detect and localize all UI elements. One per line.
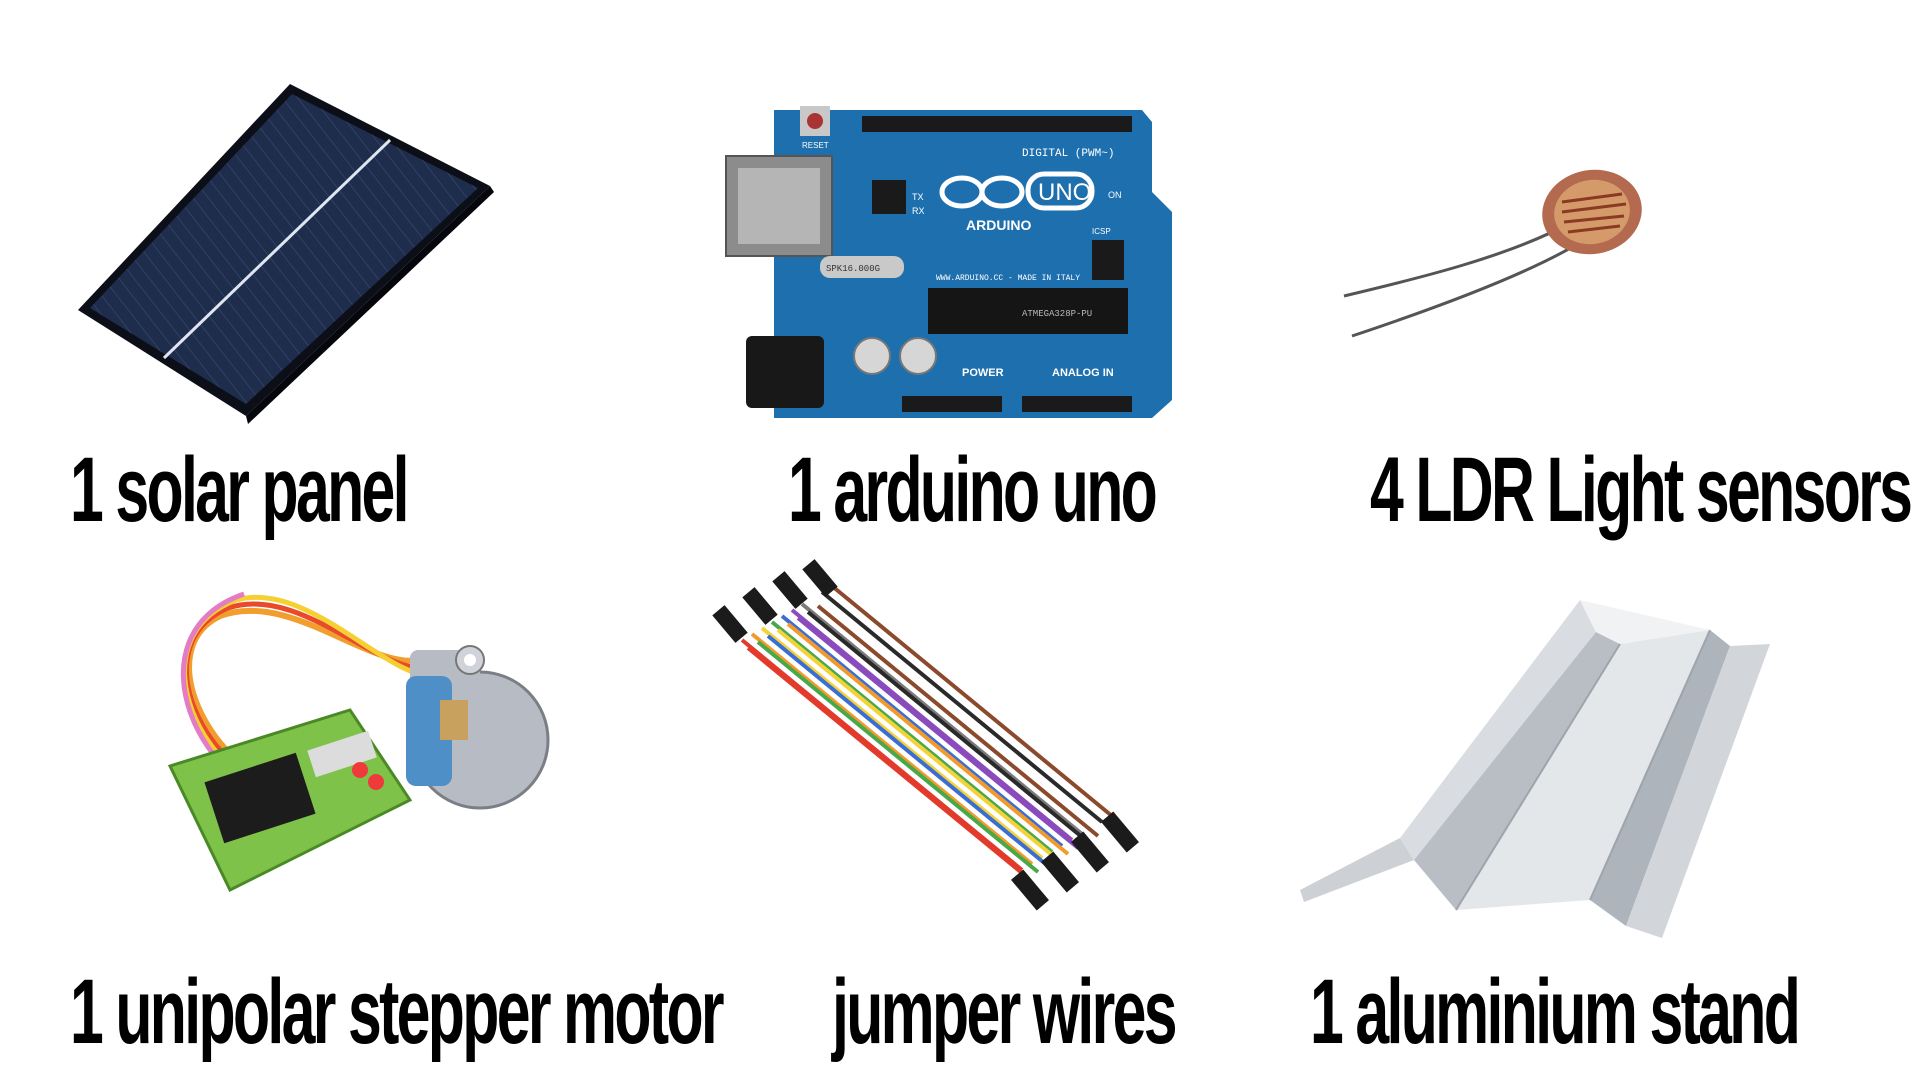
arduino-brand-text: ARDUINO: [966, 217, 1031, 233]
arduino-tx-text: TX: [912, 192, 924, 202]
solar-panel-icon: [78, 84, 494, 424]
stepper-motor-icon: [167, 591, 550, 893]
jumper-wires-icon: [712, 559, 1139, 911]
arduino-reset-text: RESET: [802, 141, 829, 150]
ldr-sensor-icon: [1343, 169, 1642, 338]
arduino-uno-label: 1 arduino uno: [788, 439, 1158, 541]
jumper-wires-label: jumper wires: [832, 961, 1178, 1063]
arduino-power-header: POWER: [962, 367, 1004, 379]
solar-panel-label: 1 solar panel: [70, 439, 410, 541]
arduino-rx-text: RX: [912, 206, 925, 216]
arduino-website-text: WWW.ARDUINO.CC - MADE IN ITALY: [936, 274, 1080, 283]
arduino-on-text: ON: [1108, 190, 1122, 200]
arduino-model-text: UNO: [1038, 179, 1091, 206]
arduino-analog-header: ANALOG IN: [1052, 367, 1114, 379]
arduino-crystal-text: SPK16.000G: [826, 264, 880, 274]
arduino-digital-header: DIGITAL (PWM~): [1022, 148, 1114, 160]
arduino-chip-text: ATMEGA328P-PU: [1022, 309, 1092, 319]
stepper-motor-label: 1 unipolar stepper motor: [70, 961, 725, 1063]
ldr-sensors-label: 4 LDR Light sensors: [1370, 439, 1913, 541]
arduino-board-icon: ARDUINO UNO DIGITAL (PWM~) POWER ANALOG …: [725, 106, 1172, 418]
aluminium-stand-icon: [1300, 600, 1770, 938]
aluminium-stand-label: 1 aluminium stand: [1310, 961, 1801, 1063]
arduino-icsp-text: ICSP: [1092, 227, 1111, 236]
